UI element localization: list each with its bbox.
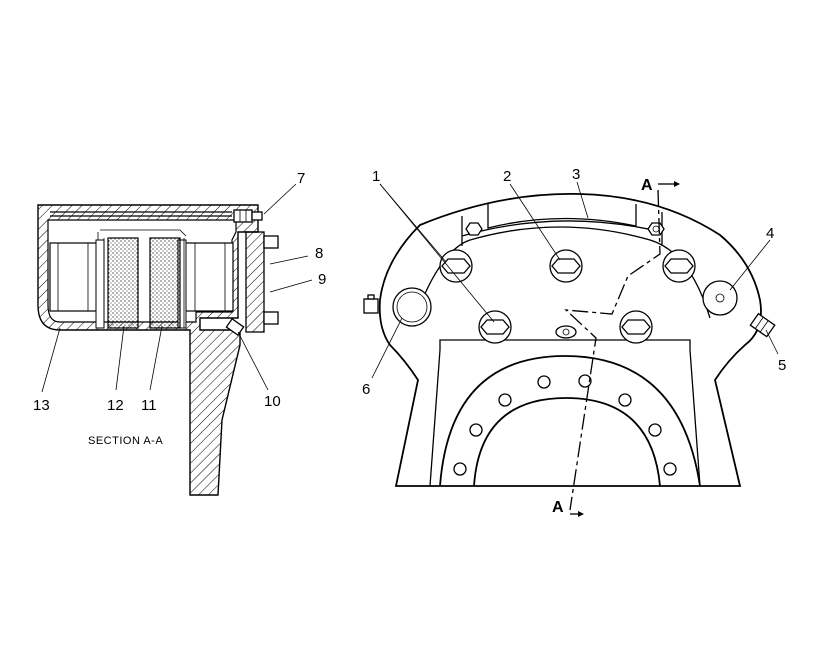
plug-right bbox=[702, 280, 738, 316]
bleed-fitting-bottom bbox=[225, 317, 245, 337]
callout-9: 9 bbox=[318, 271, 326, 288]
end-cover-plate bbox=[245, 231, 265, 333]
section-marker-bottom: A bbox=[552, 499, 564, 516]
oil-passage bbox=[50, 211, 232, 217]
callout-6: 6 bbox=[362, 381, 370, 398]
mounting-bolts bbox=[439, 249, 696, 344]
hub-inner-arch bbox=[473, 397, 661, 487]
piston-right bbox=[177, 239, 234, 329]
section-view: 7 8 9 10 11 12 13 SECTION A-A bbox=[33, 170, 326, 496]
brake-lining-right bbox=[149, 237, 181, 329]
front-view: A A 1 2 3 4 5 6 bbox=[362, 166, 786, 517]
callout-4: 4 bbox=[766, 225, 774, 242]
callout-2: 2 bbox=[503, 168, 511, 185]
bleed-screw-top bbox=[233, 209, 263, 223]
section-marker-top: A bbox=[641, 177, 653, 194]
callout-12: 12 bbox=[107, 397, 124, 414]
plug-left bbox=[392, 287, 432, 327]
callout-8: 8 bbox=[315, 245, 323, 262]
caliper-body-outline bbox=[378, 192, 762, 487]
section-line: A A bbox=[552, 177, 680, 517]
callout-10: 10 bbox=[264, 393, 281, 410]
callout-11: 11 bbox=[141, 397, 157, 414]
callout-1: 1 bbox=[372, 168, 380, 185]
hub-bolt-holes bbox=[453, 374, 677, 476]
top-nuts bbox=[465, 222, 665, 236]
callout-5: 5 bbox=[778, 357, 786, 374]
section-caption: SECTION A-A bbox=[88, 435, 163, 447]
wheel-hub-arch bbox=[439, 355, 701, 487]
brake-lining-left bbox=[107, 237, 139, 329]
callout-13: 13 bbox=[33, 397, 50, 414]
callout-7: 7 bbox=[297, 170, 305, 187]
callout-3: 3 bbox=[572, 166, 580, 183]
